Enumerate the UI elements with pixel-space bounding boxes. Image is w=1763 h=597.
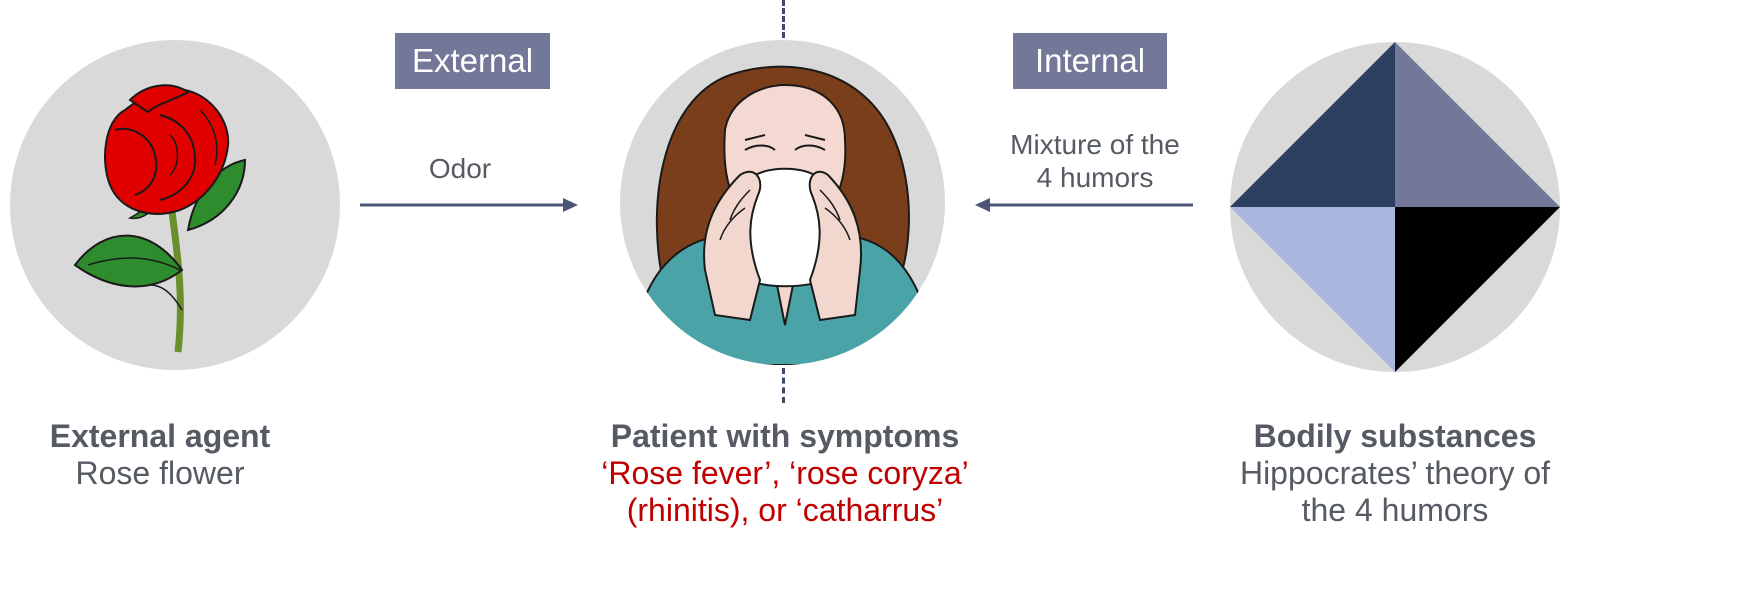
mixture-label: Mixture of the 4 humors — [990, 128, 1200, 194]
internal-tag: Internal — [1013, 33, 1167, 89]
mixture-arrow — [975, 195, 1195, 215]
sneezing-patient-icon — [620, 40, 945, 365]
center-caption-title: Patient with symptoms — [560, 418, 1010, 455]
divider-dash-bottom — [782, 368, 785, 403]
humor-top-left — [1230, 42, 1395, 207]
divider-dash-top — [782, 0, 785, 38]
right-caption-sub-2: the 4 humors — [1200, 492, 1590, 529]
left-caption-title: External agent — [10, 418, 310, 455]
rose-flower-icon — [10, 40, 340, 370]
rose-circle — [10, 40, 340, 370]
external-tag: External — [395, 33, 550, 89]
right-caption-sub-1: Hippocrates’ theory of — [1200, 455, 1590, 492]
mixture-label-line1: Mixture of the — [990, 128, 1200, 161]
humor-top-right — [1395, 42, 1560, 207]
center-caption-sub-1: ‘Rose fever’, ‘rose coryza’ — [560, 455, 1010, 492]
humor-bottom-left — [1230, 207, 1395, 372]
center-caption-sub-2: (rhinitis), or ‘catharrus’ — [560, 492, 1010, 529]
four-humors-diamond-icon — [1230, 42, 1560, 372]
left-caption-sub: Rose flower — [10, 455, 310, 492]
right-caption-title: Bodily substances — [1200, 418, 1590, 455]
odor-arrow — [358, 195, 580, 215]
odor-label: Odor — [400, 152, 520, 185]
humor-bottom-right — [1395, 207, 1560, 372]
right-caption: Bodily substances Hippocrates’ theory of… — [1200, 418, 1590, 529]
humors-circle — [1230, 42, 1560, 372]
mixture-label-line2: 4 humors — [990, 161, 1200, 194]
external-tag-label: External — [412, 42, 533, 80]
left-caption: External agent Rose flower — [10, 418, 310, 492]
internal-tag-label: Internal — [1035, 42, 1145, 80]
patient-circle — [620, 40, 945, 365]
center-caption: Patient with symptoms ‘Rose fever’, ‘ros… — [560, 418, 1010, 529]
